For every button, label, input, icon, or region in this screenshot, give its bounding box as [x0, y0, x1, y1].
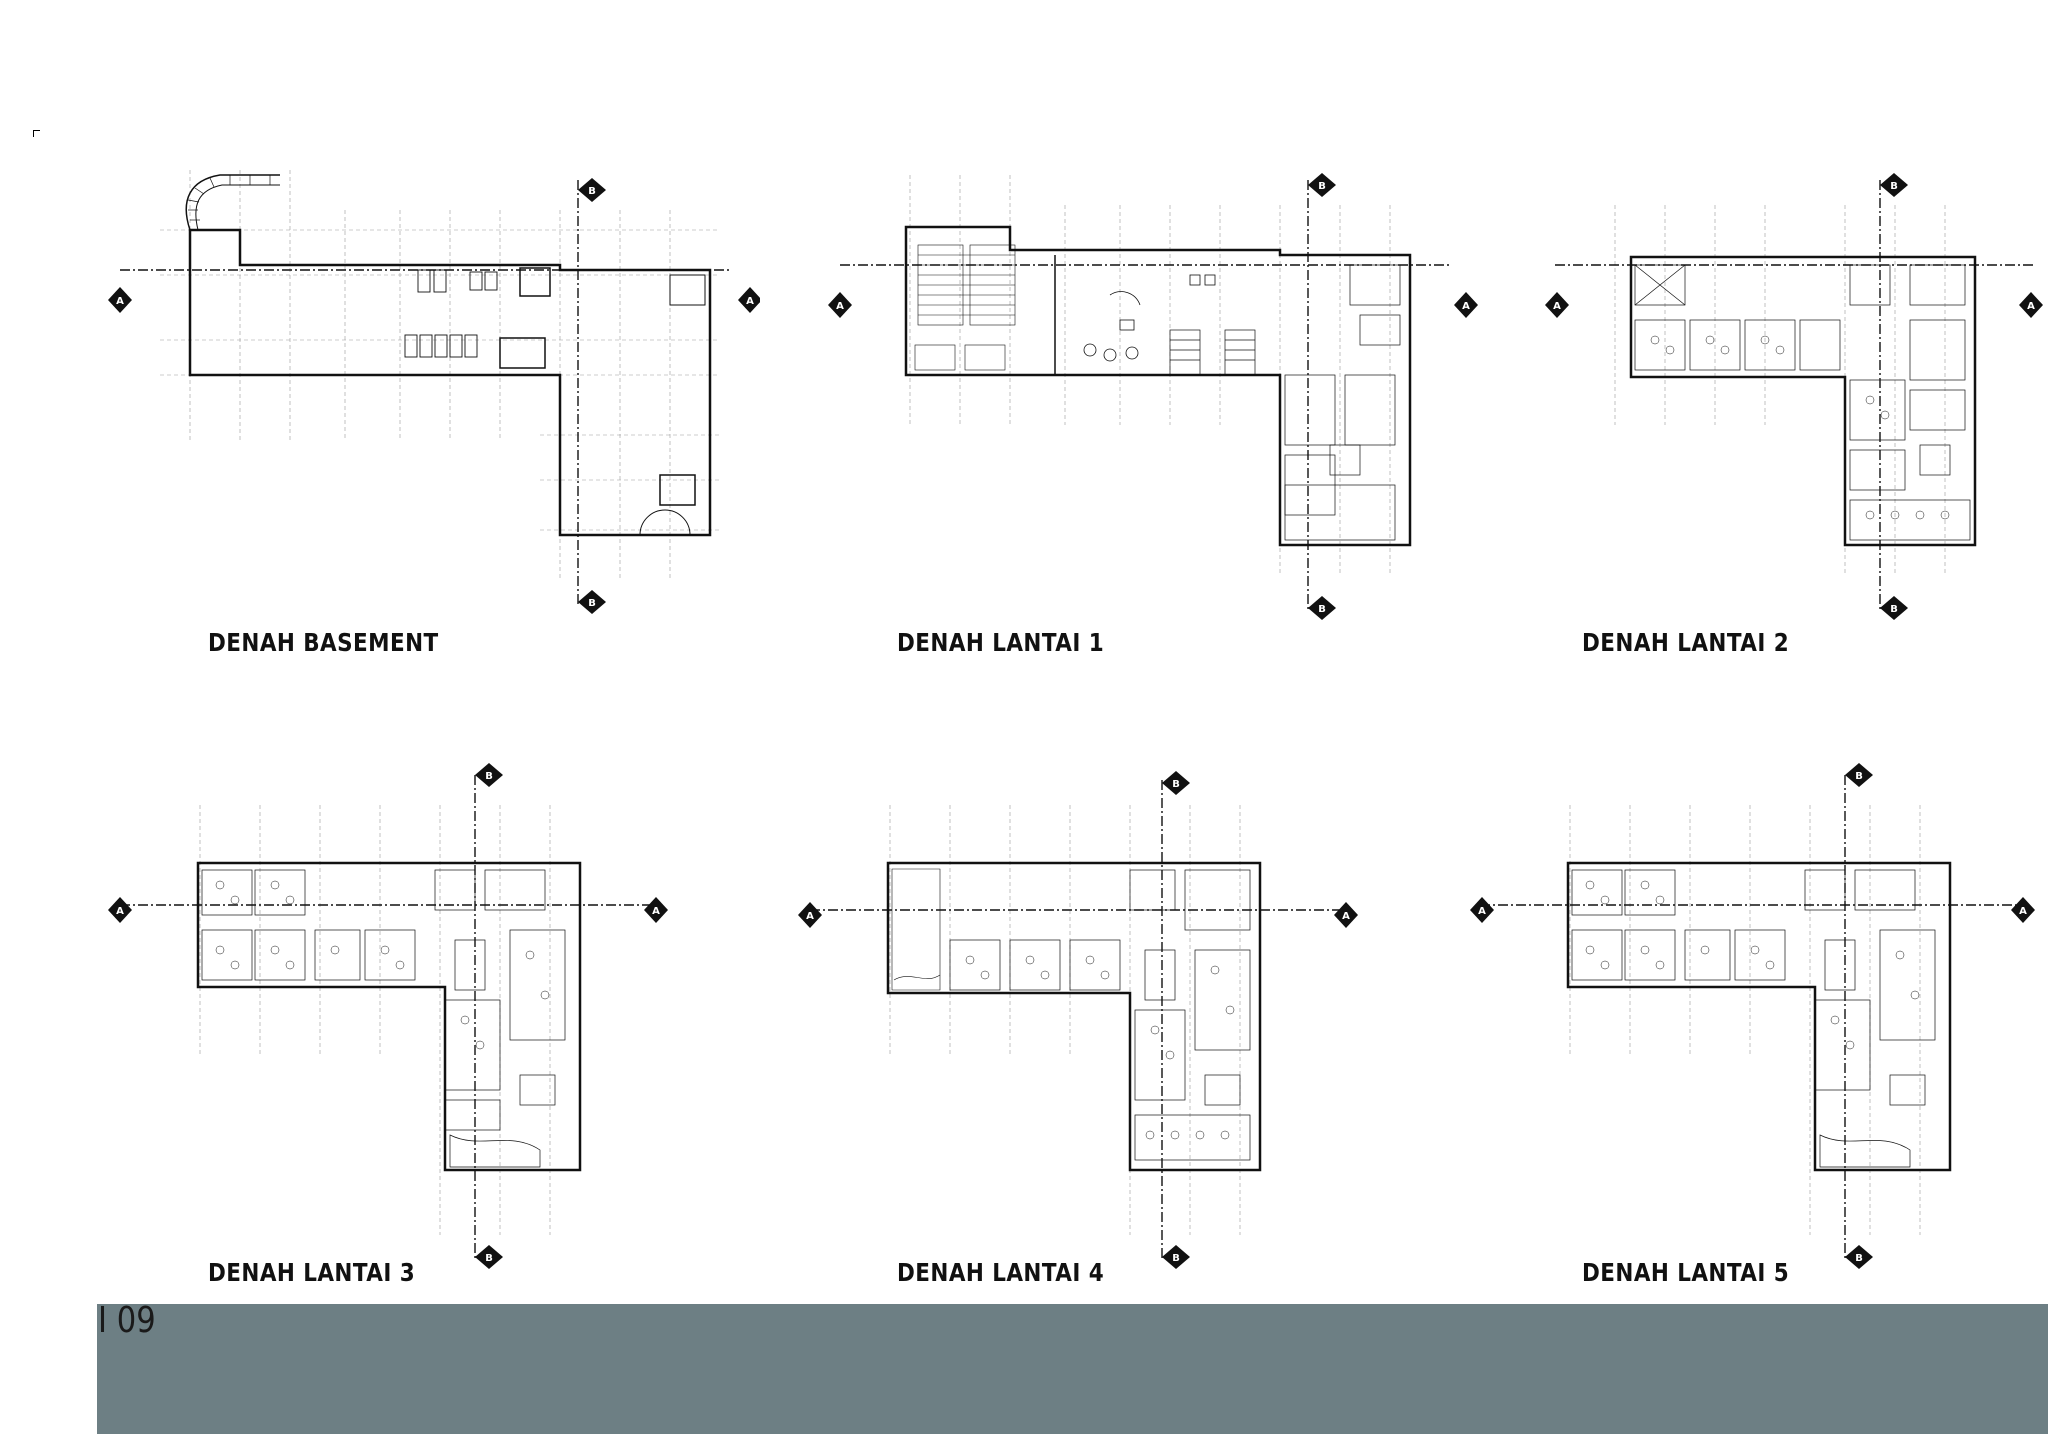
plan-title-basement: DENAH BASEMENT [208, 628, 439, 657]
section-b-bottom-label: B [1318, 604, 1326, 615]
floor-plan-basement: A A B B [100, 150, 760, 630]
footer-band [97, 1304, 2048, 1434]
plan-title-lantai-5: DENAH LANTAI 5 [1582, 1258, 1790, 1287]
crop-mark [33, 130, 40, 137]
section-b-top-label: B [485, 771, 493, 782]
section-a-right-label: A [2019, 906, 2027, 917]
section-b-bottom-label: B [1855, 1253, 1863, 1264]
floor-plan-lantai-5: A A B B [1460, 755, 2045, 1275]
section-a-left-label: A [116, 296, 124, 307]
section-a-right-label: A [746, 296, 754, 307]
section-b-bottom-label: B [1890, 604, 1898, 615]
plan-title-lantai-2: DENAH LANTAI 2 [1582, 628, 1790, 657]
section-b-top-label: B [1172, 779, 1180, 790]
section-a-right-label: A [652, 906, 660, 917]
section-b-bottom-label: B [1172, 1253, 1180, 1264]
section-a-left-label: A [806, 911, 814, 922]
floor-plan-lantai-3: A A B B [100, 755, 680, 1275]
floor-plan-lantai-1: A A B B [820, 165, 1480, 625]
section-a-left-label: A [1478, 906, 1486, 917]
section-a-right-label: A [1462, 301, 1470, 312]
plan-title-lantai-3: DENAH LANTAI 3 [208, 1258, 416, 1287]
section-b-bottom-label: B [588, 598, 596, 609]
floor-plan-lantai-1-drawing: A A B B [828, 173, 1478, 620]
floor-plan-lantai-2-drawing: A A B B [1545, 173, 2043, 620]
section-a-left-label: A [1553, 301, 1561, 312]
section-a-left-label: A [836, 301, 844, 312]
plan-title-lantai-4: DENAH LANTAI 4 [897, 1258, 1105, 1287]
floor-plan-lantai-5-drawing: A A B B [1470, 763, 2035, 1269]
plan-title-lantai-1: DENAH LANTAI 1 [897, 628, 1105, 657]
section-b-top-label: B [1318, 181, 1326, 192]
floor-plan-lantai-2: A A B B [1535, 165, 2045, 625]
page-number: I 09 [98, 1300, 156, 1341]
section-b-bottom-label: B [485, 1253, 493, 1264]
floor-plan-basement-drawing: A A B B [108, 170, 760, 614]
section-a-right-label: A [2027, 301, 2035, 312]
section-b-top-label: B [588, 186, 596, 197]
section-b-top-label: B [1890, 181, 1898, 192]
section-a-right-label: A [1342, 911, 1350, 922]
floor-plan-lantai-4-drawing: A A B B [798, 771, 1358, 1269]
floor-plan-lantai-4: A A B B [790, 765, 1370, 1275]
floor-plan-lantai-3-drawing: A A B B [108, 763, 668, 1269]
section-b-top-label: B [1855, 771, 1863, 782]
section-a-left-label: A [116, 906, 124, 917]
